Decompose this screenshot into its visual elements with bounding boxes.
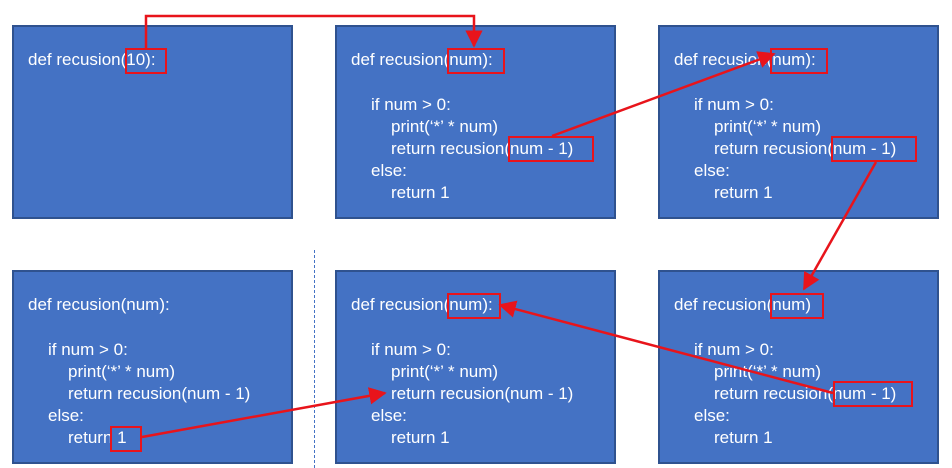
arrow-num-minus-1-to-b3: [551, 51, 776, 138]
arrow-b6-return-to-b5: [498, 300, 834, 395]
highlight-param-num-b6: [770, 293, 824, 319]
code-line-return-1: return 1: [714, 183, 773, 202]
arrow-num-minus-1-to-b6: [802, 161, 878, 291]
code-line-print: print(‘*’ * num): [714, 117, 822, 136]
code-line-def: def recusion(num): [674, 295, 812, 314]
code-block-call: def recusion(10):: [12, 25, 293, 219]
code-line-else: else:: [371, 406, 407, 425]
dashed-divider: [314, 250, 315, 468]
code-block-base-case: def recusion(num): if num > 0: print(‘*’…: [12, 270, 293, 464]
code-line-else: else:: [371, 161, 407, 180]
code-line-return-call: return recusion(num - 1): [391, 139, 574, 158]
code-block-recursion-2: def recusion(num): if num > 0: print(‘*’…: [658, 25, 939, 219]
code-line-if: if num > 0:: [371, 95, 451, 114]
code-line-if: if num > 0:: [48, 340, 128, 359]
code-line-return-1: return 1: [714, 428, 773, 447]
code-line-print: print(‘*’ * num): [68, 362, 176, 381]
code-line-print: print(‘*’ * num): [714, 362, 822, 381]
code-line-return-call: return recusion(num - 1): [714, 384, 897, 403]
code-block-recursion-3: def recusion(num) if num > 0: print(‘*’ …: [658, 270, 939, 464]
code-line-print: print(‘*’ * num): [391, 362, 499, 381]
code-line-return-1: return 1: [391, 183, 450, 202]
highlight-call-num-minus-1-b6: [833, 381, 913, 407]
code-line-if: if num > 0:: [694, 95, 774, 114]
highlight-call-num-minus-1-b3: [831, 136, 917, 162]
code-line-print: print(‘*’ * num): [391, 117, 499, 136]
code-line-if: if num > 0:: [694, 340, 774, 359]
arrow-call-10-to-num: [144, 14, 483, 48]
highlight-return-1-b4: [110, 426, 142, 452]
code-line-def: def recusion(num):: [28, 295, 170, 314]
code-block-recursion-1: def recusion(num): if num > 0: print(‘*’…: [335, 25, 616, 219]
code-line-def: def recusion(num):: [351, 295, 493, 314]
highlight-call-num-minus-1-b2: [508, 136, 594, 162]
highlight-arg-10: [125, 48, 167, 74]
arrow-return-1-to-b5: [141, 387, 387, 439]
code-line-if: if num > 0:: [371, 340, 451, 359]
code-line-else: else:: [694, 161, 730, 180]
code-line-return-1: return 1: [68, 428, 127, 447]
code-line-def: def recusion(10):: [28, 50, 156, 69]
code-line-else: else:: [48, 406, 84, 425]
code-line-def: def recusion(num):: [351, 50, 493, 69]
code-line-else: else:: [694, 406, 730, 425]
code-line-return-call: return recusion(num - 1): [391, 384, 574, 403]
code-line-return-1: return 1: [391, 428, 450, 447]
code-line-return-call: return recusion(num - 1): [68, 384, 251, 403]
code-block-return-receiver: def recusion(num): if num > 0: print(‘*’…: [335, 270, 616, 464]
highlight-param-num-b2: [447, 48, 505, 74]
code-line-return-call: return recusion(num - 1): [714, 139, 897, 158]
